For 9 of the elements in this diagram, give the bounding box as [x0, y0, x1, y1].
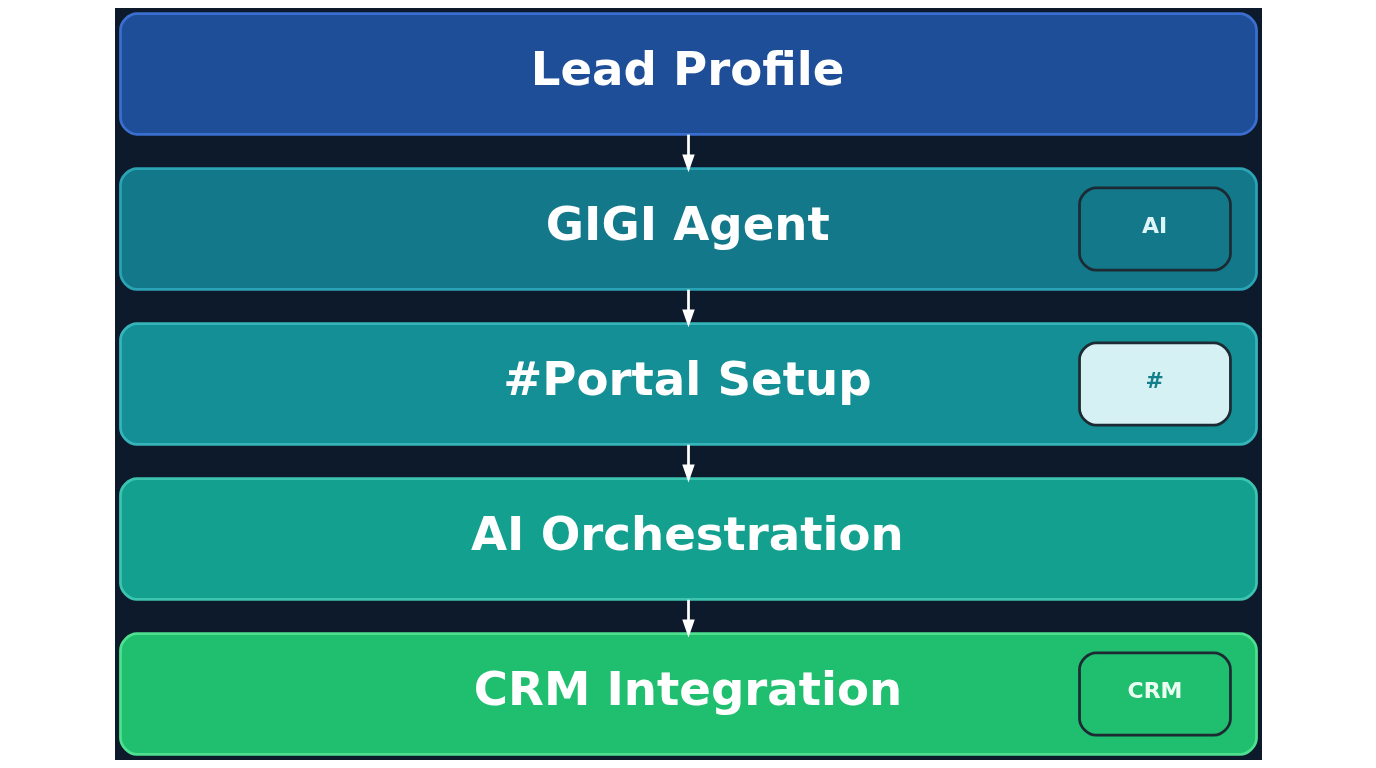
arrow: [681, 444, 695, 483]
arrow: [681, 289, 695, 328]
arrow: [681, 599, 695, 638]
node-box: CRM Integration CRM: [118, 632, 1258, 756]
node-box: #Portal Setup #: [118, 322, 1258, 446]
arrow: [681, 134, 695, 173]
node-box: Lead Profile: [118, 12, 1258, 136]
node-box: GIGI Agent AI: [118, 167, 1258, 291]
node-box: AI Orchestration: [118, 477, 1258, 601]
